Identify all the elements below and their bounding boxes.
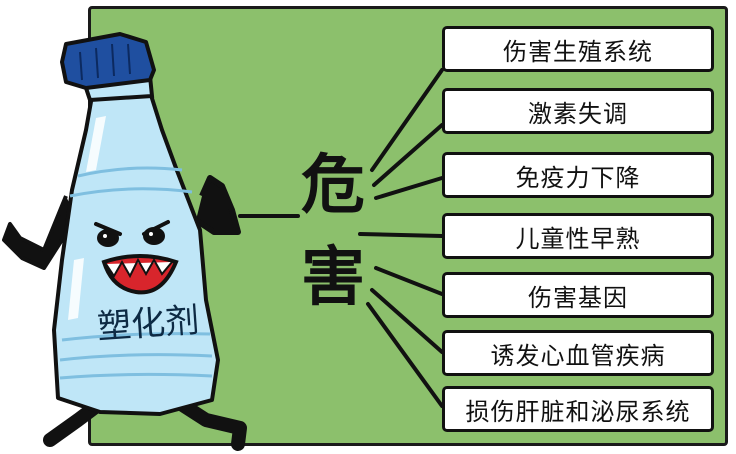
bottle-cap-icon [60, 32, 156, 90]
cap-ridges [79, 43, 131, 81]
effect-box-cardio: 诱发心血管疾病 [442, 330, 714, 376]
bottle-label: 塑化剂 [95, 300, 201, 348]
effect-box-liver: 损伤肝脏和泌尿系统 [442, 386, 714, 432]
title-char-harm: 害 [301, 241, 365, 315]
effect-box-gene: 伤害基因 [442, 272, 714, 318]
connector-line-5 [374, 266, 444, 296]
right-eye [143, 227, 165, 245]
connector-line-3 [374, 176, 444, 200]
connector-lines [238, 68, 444, 408]
connector-line-7 [366, 302, 444, 408]
bottle-body [52, 90, 220, 416]
effect-box-precocious: 儿童性早熟 [442, 213, 714, 259]
effect-box-immunity: 免疫力下降 [442, 152, 714, 198]
connector-line-6 [370, 288, 444, 354]
bottle-right-arm [194, 175, 241, 235]
connector-line-4 [358, 232, 444, 238]
title-char-danger: 危 [301, 149, 365, 223]
effect-box-reproductive: 伤害生殖系统 [442, 26, 714, 72]
bottle-ribs [59, 166, 213, 380]
connector-line-2 [372, 123, 444, 187]
bottle-highlights [68, 116, 106, 320]
angry-face [94, 220, 179, 295]
bottle-left-arm [2, 195, 78, 270]
left-eye [97, 229, 119, 247]
effect-box-hormone: 激素失调 [442, 88, 714, 134]
connector-line-1 [370, 68, 444, 172]
